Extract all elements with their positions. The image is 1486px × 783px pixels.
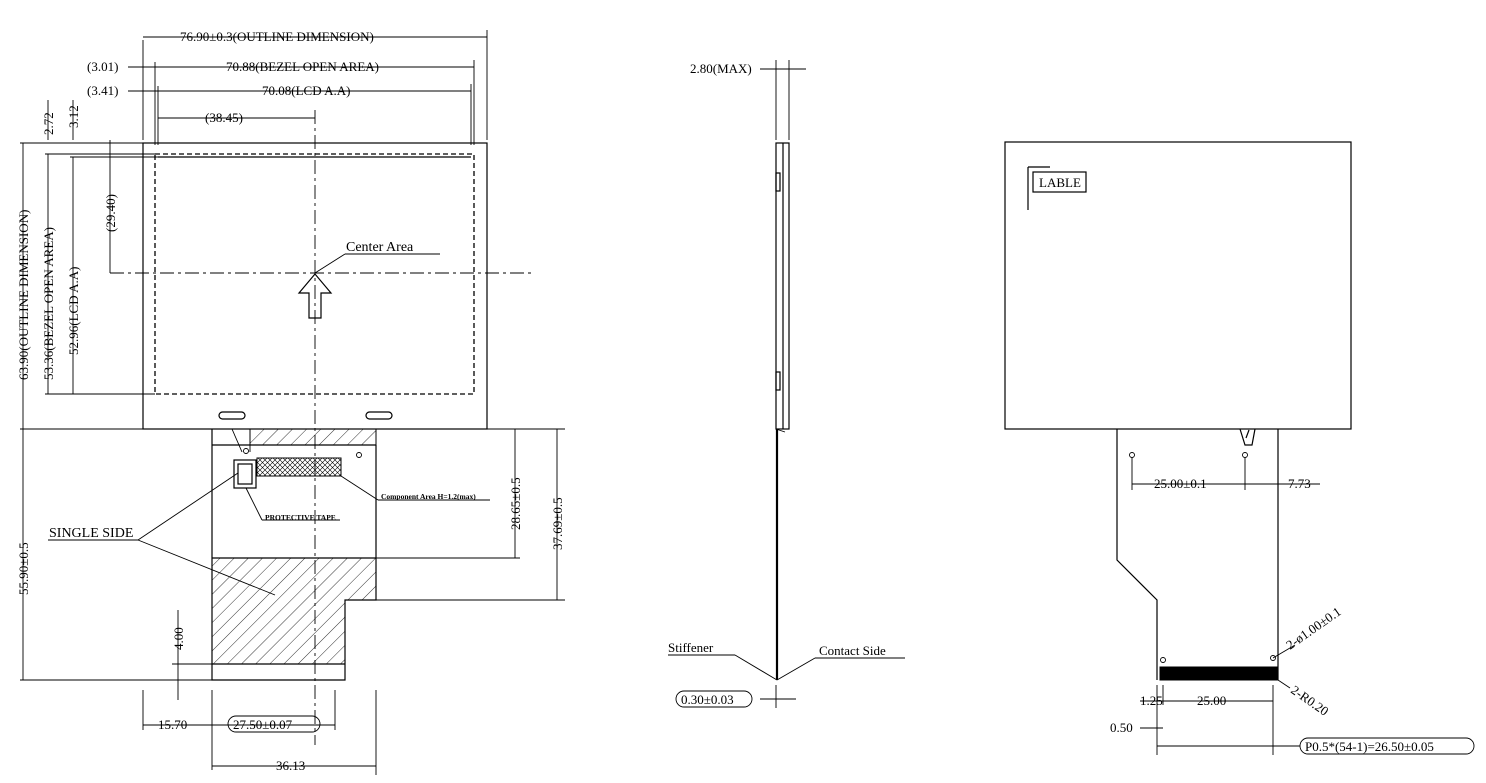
contact-pads	[1159, 666, 1279, 681]
label-box	[1032, 171, 1087, 193]
front-view: Center Area 76.90±0.3(OUTLINE DIMENSION)…	[16, 29, 565, 775]
center-y-dim: (29.40)	[103, 194, 118, 232]
component-area	[256, 457, 342, 477]
dim-1-25: 1.25	[1140, 693, 1163, 708]
outline-height-dim: 63.90(OUTLINE DIMENSION)	[16, 210, 31, 380]
dim-0-50: 0.50	[1110, 720, 1133, 735]
fpc-thickness-dim: 0.30±0.03	[681, 692, 734, 707]
slot-right	[365, 411, 393, 420]
stiffener-hatch	[211, 557, 377, 665]
dim-25-00: 25.00	[1197, 693, 1226, 708]
center-arrow-icon	[297, 273, 333, 319]
center-x-dim: (38.45)	[205, 110, 243, 125]
dim-4-00: 4.00	[171, 627, 186, 650]
contact-side-label: Contact Side	[819, 643, 886, 658]
dim-28-65: 28.65±0.5	[508, 477, 523, 530]
back-view: LABLE 25.00±0.1 7.73 2-ø1.00±0.1 2-R0.20…	[1004, 141, 1475, 755]
single-side-label: SINGLE SIDE	[49, 526, 133, 541]
protective-tape	[233, 459, 257, 489]
aa-width-dim: 70.08(LCD A.A)	[262, 83, 350, 98]
bezel-height-dim: 53.36(BEZEL OPEN AREA)	[41, 227, 56, 380]
top-offset-a-dim: 2.72	[41, 112, 56, 135]
dim-15-70: 15.70	[158, 717, 187, 732]
hole-dim: 2-ø1.00±0.1	[1283, 604, 1344, 653]
slot-left	[218, 411, 246, 420]
center-area-label: Center Area	[346, 240, 414, 255]
aa-left-offset-dim: (3.41)	[87, 83, 118, 98]
dim-7-73: 7.73	[1288, 476, 1311, 491]
fpc-length-dim: 55.90±0.5	[16, 542, 31, 595]
side-view: 2.80(MAX) Stiffener Contact Side 0.30±0.…	[668, 60, 905, 708]
pitch-dim: P0.5*(54-1)=26.50±0.05	[1305, 739, 1434, 754]
protective-tape-label: PROTECTIVE TAPE	[265, 513, 336, 522]
dim-27-50: 27.50±0.07	[233, 717, 293, 732]
bezel-left-offset-dim: (3.01)	[87, 59, 118, 74]
bezel-width-dim: 70.88(BEZEL OPEN AREA)	[226, 59, 379, 74]
component-area-label: Component Area H=1.2(max)	[381, 492, 476, 501]
outline-width-dim: 76.90±0.3(OUTLINE DIMENSION)	[180, 29, 374, 44]
fpc-neck-hatch	[249, 428, 377, 446]
top-offset-b-dim: 3.12	[66, 105, 81, 128]
label-box-text: LABLE	[1039, 175, 1081, 190]
module-back-outline	[1004, 141, 1352, 430]
radius-dim: 2-R0.20	[1288, 682, 1331, 719]
dim-37-69: 37.69±0.5	[550, 497, 565, 550]
max-thickness-dim: 2.80(MAX)	[690, 61, 752, 76]
aa-height-dim: 52.96(LCD A.A)	[66, 267, 81, 355]
fpc-back-left-edge	[1116, 429, 1158, 680]
dim-36-13: 36.13	[276, 758, 305, 773]
dim-25-00-01: 25.00±0.1	[1154, 476, 1207, 491]
stiffener-label: Stiffener	[668, 640, 714, 655]
